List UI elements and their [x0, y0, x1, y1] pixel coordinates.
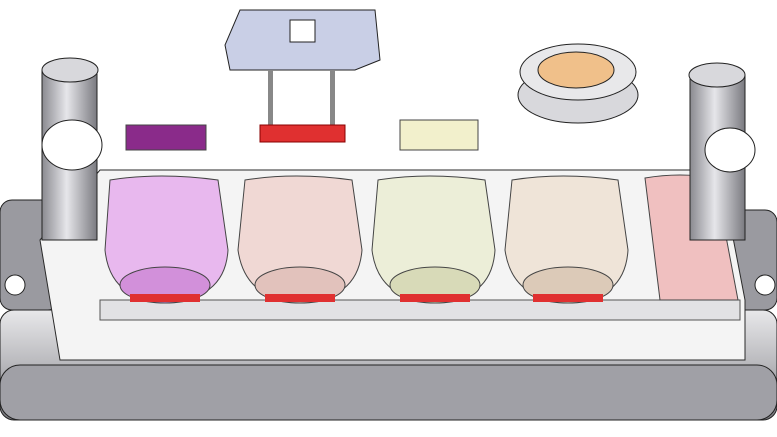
cavity-4	[504, 175, 629, 304]
blue-fixture	[224, 9, 381, 125]
cream-pad	[399, 119, 479, 151]
red-connector	[259, 124, 346, 143]
cavity-2	[237, 175, 363, 304]
round-fixture	[517, 43, 639, 124]
right-post	[688, 62, 756, 241]
cavity-3	[371, 175, 496, 304]
left-post	[41, 57, 103, 241]
purple-pad	[125, 124, 207, 151]
cavity-1	[104, 175, 229, 304]
